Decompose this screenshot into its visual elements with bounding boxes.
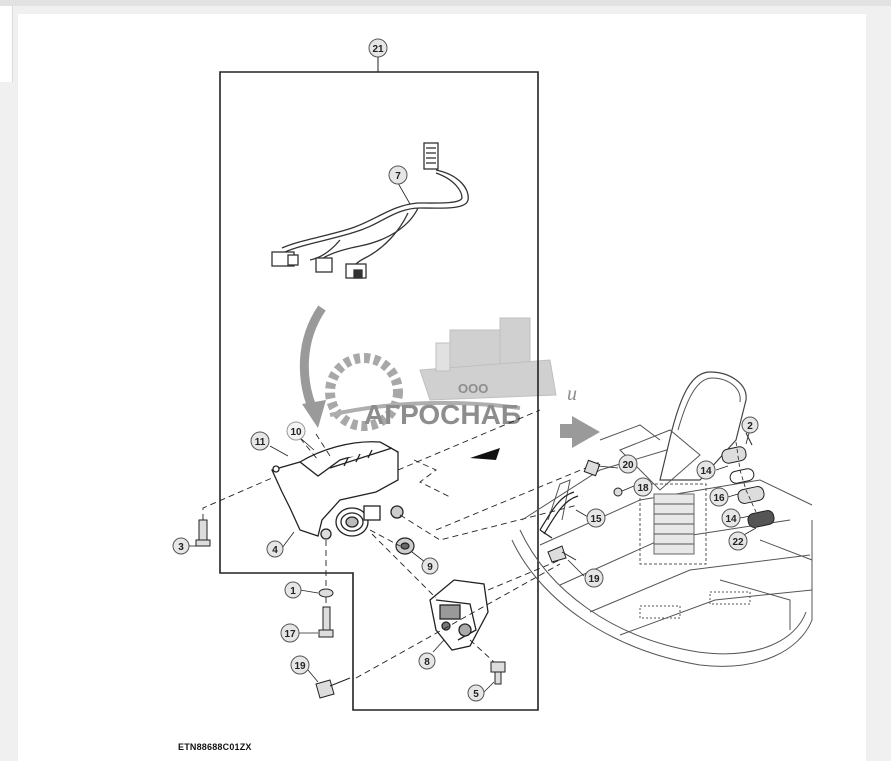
- callout-16-label: 16: [713, 493, 725, 504]
- callout-2: 2: [741, 416, 759, 434]
- callout-9: 9: [421, 557, 439, 575]
- rotary-control: [335, 505, 381, 537]
- callout-7-label: 7: [395, 171, 401, 182]
- callout-19-right-label: 19: [588, 574, 600, 585]
- linkage-15: [539, 491, 579, 539]
- assembly-outline: [219, 71, 539, 711]
- callout-5: 5: [467, 684, 485, 702]
- callout-11: 11: [250, 431, 270, 451]
- switch-part-20: [583, 459, 601, 477]
- pedal-bracket: [271, 441, 404, 540]
- pointer-mark: [470, 448, 500, 460]
- bolt-19-right: [547, 545, 577, 563]
- callout-17-label: 17: [284, 629, 296, 640]
- callout-3-label: 3: [178, 542, 184, 553]
- watermark-suffix-text: u: [567, 383, 577, 405]
- knob-part: [395, 537, 415, 555]
- assembly-lines: [202, 409, 601, 679]
- bolt-19-lower: [315, 677, 351, 699]
- control-housing: [429, 579, 489, 651]
- callout-10-label: 10: [290, 427, 302, 438]
- watermark-brand-text: АГРОСНАБ: [364, 399, 521, 430]
- callout-19-right: 19: [584, 568, 604, 588]
- callout-5-label: 5: [473, 689, 479, 700]
- callout-20-label: 20: [622, 460, 634, 471]
- right-arrow-icon: [560, 416, 600, 448]
- callout-11-label: 11: [255, 437, 266, 448]
- callout-8: 8: [418, 652, 436, 670]
- callout-14-lower: 14: [721, 508, 741, 528]
- callout-22: 22: [728, 531, 748, 551]
- callout-19-lower-label: 19: [294, 661, 306, 672]
- watermark-small-text: ООО: [458, 381, 488, 396]
- callout-15-label: 15: [590, 514, 602, 525]
- leader-9: [411, 551, 426, 563]
- callout-18: 18: [633, 477, 653, 497]
- callout-21-label: 21: [372, 44, 384, 55]
- top-strip: [0, 0, 891, 6]
- callout-4: 4: [266, 540, 284, 558]
- bolt-3: [195, 519, 211, 547]
- callout-3: 3: [172, 537, 190, 555]
- leader-8: [432, 639, 445, 653]
- callout-2-label: 2: [747, 421, 753, 432]
- callout-14-upper: 14: [696, 460, 716, 480]
- callout-1: 1: [284, 581, 302, 599]
- callout-22-label: 22: [732, 537, 744, 548]
- washer-1: [318, 588, 334, 598]
- callout-14-upper-label: 14: [700, 466, 712, 477]
- watermark-combine-icon: [419, 317, 557, 401]
- bushing-parts: [721, 432, 775, 528]
- callout-9-label: 9: [427, 562, 433, 573]
- callout-10: 10: [286, 421, 306, 441]
- callout-21: 21: [368, 38, 388, 58]
- leader-7: [397, 182, 411, 205]
- callout-17: 17: [280, 623, 300, 643]
- curved-arrow-icon: [299, 305, 326, 428]
- callout-19-lower: 19: [290, 655, 310, 675]
- callout-16: 16: [709, 487, 729, 507]
- bushing-assembly-lines: [735, 441, 757, 513]
- callout-7: 7: [388, 165, 408, 185]
- callout-15: 15: [586, 508, 606, 528]
- left-tab: [0, 6, 13, 82]
- callouts: 21 7 11 10 3 4 9 1 17 19 8 5 2 14 16 14 …: [172, 38, 759, 702]
- callout-4-label: 4: [272, 545, 278, 556]
- callout-20: 20: [618, 454, 638, 474]
- callout-14-lower-label: 14: [725, 514, 737, 525]
- callout-1-label: 1: [290, 586, 296, 597]
- screw-18: [613, 487, 623, 497]
- callout-18-label: 18: [637, 483, 649, 494]
- callout-8-label: 8: [424, 657, 430, 668]
- figure-code: ETN88688C01ZX: [178, 742, 252, 752]
- wiring-harness: [271, 142, 469, 279]
- bolt-17: [318, 606, 334, 638]
- bolt-5: [490, 661, 506, 685]
- watermark: ООО АГРОСНАБ u: [325, 317, 577, 431]
